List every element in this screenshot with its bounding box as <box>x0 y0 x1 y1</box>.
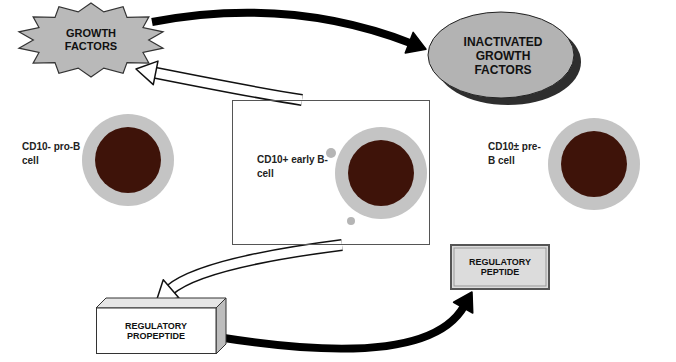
curved-arrow <box>152 13 426 53</box>
node-block: REGULATORY PEPTIDE <box>450 244 550 290</box>
block-bevel <box>454 248 546 286</box>
cube-top <box>96 298 226 308</box>
cell-label: CD10± pre-B cell <box>488 140 546 167</box>
node-ellipse: INACTIVATED GROWTH FACTORS <box>424 8 582 106</box>
ellipse <box>428 12 574 98</box>
nucleus <box>95 127 161 193</box>
cytoplasm <box>548 118 640 210</box>
shape-text: REGULATORY PROPEPTIDE <box>96 321 216 342</box>
cube-side <box>216 298 226 354</box>
node-text: REGULATORY PEPTIDE <box>456 257 544 278</box>
shape-text: INACTIVATED GROWTH FACTORS <box>451 36 555 77</box>
shape-text: REGULATORY PEPTIDE <box>456 257 544 278</box>
node-cell: CD10- pro-B cell <box>18 108 178 214</box>
cytoplasm <box>82 114 174 206</box>
node-text: REGULATORY PROPEPTIDE <box>96 321 216 342</box>
arrow-body <box>170 245 342 290</box>
cell-label: CD10+ early B-cell <box>257 153 337 180</box>
shape-text: GROWTH FACTORS <box>51 27 131 52</box>
arrowhead <box>405 32 426 53</box>
arrowhead <box>454 292 473 313</box>
arrow-body <box>152 13 411 44</box>
vesicle <box>347 217 355 225</box>
arrow-body <box>154 73 302 100</box>
arrow-body <box>224 306 464 349</box>
arrowhead <box>136 61 158 85</box>
cell-illustration <box>80 110 176 210</box>
starburst <box>19 3 163 77</box>
hollow-arrow <box>136 61 302 100</box>
block-face <box>451 245 549 289</box>
nucleus <box>348 140 414 206</box>
cell-illustration <box>546 114 642 214</box>
node-text: GROWTH FACTORS <box>51 27 131 52</box>
cube-front <box>97 308 217 354</box>
hollow-arrow <box>156 245 342 302</box>
curved-arrow <box>224 292 473 349</box>
arrow-outline <box>170 245 342 290</box>
node-text: INACTIVATED GROWTH FACTORS <box>451 36 555 77</box>
cell-label: CD10- pro-B cell <box>22 140 82 167</box>
stage-frame: CD10+ early B-cell <box>232 100 430 245</box>
node-star: GROWTH FACTORS <box>16 2 166 78</box>
cytoplasm <box>335 127 427 219</box>
cell-illustration <box>333 123 429 223</box>
node-cell: CD10± pre-B cell <box>484 110 669 220</box>
arrow-outline <box>154 73 302 100</box>
nucleus <box>561 131 627 197</box>
node-cube: REGULATORY PROPEPTIDE <box>96 298 226 354</box>
